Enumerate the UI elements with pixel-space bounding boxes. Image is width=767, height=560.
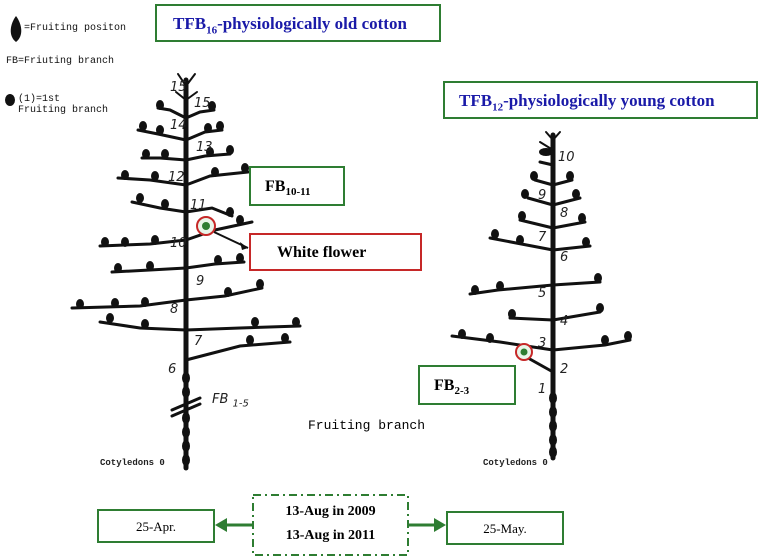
old-node-number: 9 — [196, 274, 205, 289]
old-cotton-plant — [70, 73, 302, 471]
legend-fruiting-position: =Fruiting positon — [24, 23, 127, 34]
timeline-center-line1: 13-Aug in 2009 — [285, 504, 376, 519]
old-node-number: 13 — [196, 140, 213, 155]
old-node-number: 10 — [170, 236, 187, 251]
legend-first-branch: (1)=1st Fruiting branch — [18, 94, 109, 116]
fb-2-3-box: FB2-3 — [418, 365, 516, 405]
first-branch-icon — [5, 94, 15, 106]
legend-symbols — [5, 16, 22, 106]
young-node-number: 3 — [538, 336, 547, 351]
old-cotton-title: TFB16-physiologically old cotton — [173, 14, 407, 37]
timeline-left-date: 25-Apr. — [135, 519, 177, 534]
young-cotton-title-box: TFB12-physiologically young cotton — [443, 81, 758, 119]
fruiting-branch-caption: Fruiting branch — [308, 418, 426, 433]
old-node-number: 15 — [170, 80, 187, 95]
white-flower-marker — [196, 216, 249, 250]
young-node-number: 2 — [560, 362, 569, 377]
young-node-number: 1 — [538, 382, 547, 397]
old-node-number: 12 — [168, 170, 185, 185]
young-cotyledons-label: Cotyledons 0 — [483, 458, 548, 468]
young-flower-marker — [515, 343, 533, 361]
young-cotton-plant — [450, 131, 632, 461]
fb-10-11-box: FB10-11 — [249, 166, 345, 206]
old-node-number: 6 — [168, 362, 177, 377]
white-flower-box: White flower — [249, 233, 422, 271]
fb-1-5-label: FB 1-5 — [212, 392, 249, 410]
young-cotton-title: TFB12-physiologically young cotton — [459, 91, 715, 114]
young-node-number: 8 — [560, 206, 569, 221]
young-node-number: 4 — [560, 314, 569, 329]
young-node-number: 7 — [538, 230, 547, 245]
timeline-right-date: 25-May. — [483, 521, 527, 536]
legend-fb-definition: FB=Friuting branch — [6, 56, 115, 67]
old-cotton-title-box: TFB16-physiologically old cotton — [155, 4, 441, 42]
old-node-number: 8 — [170, 302, 179, 317]
young-node-number: 6 — [560, 250, 569, 265]
timeline-left-box: 25-Apr. — [97, 509, 215, 543]
old-node-number: 14 — [170, 118, 187, 133]
young-node-number: 9 — [538, 188, 547, 203]
timeline-center-line2: 13-Aug in 2011 — [285, 528, 376, 543]
old-node-number: 11 — [190, 198, 207, 213]
fb-2-3-label: FB2-3 — [434, 377, 470, 398]
white-flower-label: White flower — [277, 244, 367, 261]
fruiting-position-icon — [10, 16, 22, 42]
timeline-center-text: 13-Aug in 2009 13-Aug in 2011 — [253, 500, 408, 548]
old-node-number: 15 — [194, 96, 211, 111]
young-node-number: 5 — [538, 286, 547, 301]
old-node-number: 7 — [194, 334, 203, 349]
timeline-right-box: 25-May. — [446, 511, 564, 545]
young-node-number: 10 — [558, 150, 575, 165]
timeline-arrows — [215, 518, 446, 532]
old-cotyledons-label: Cotyledons 0 — [100, 458, 165, 468]
fb-10-11-label: FB10-11 — [265, 178, 311, 199]
